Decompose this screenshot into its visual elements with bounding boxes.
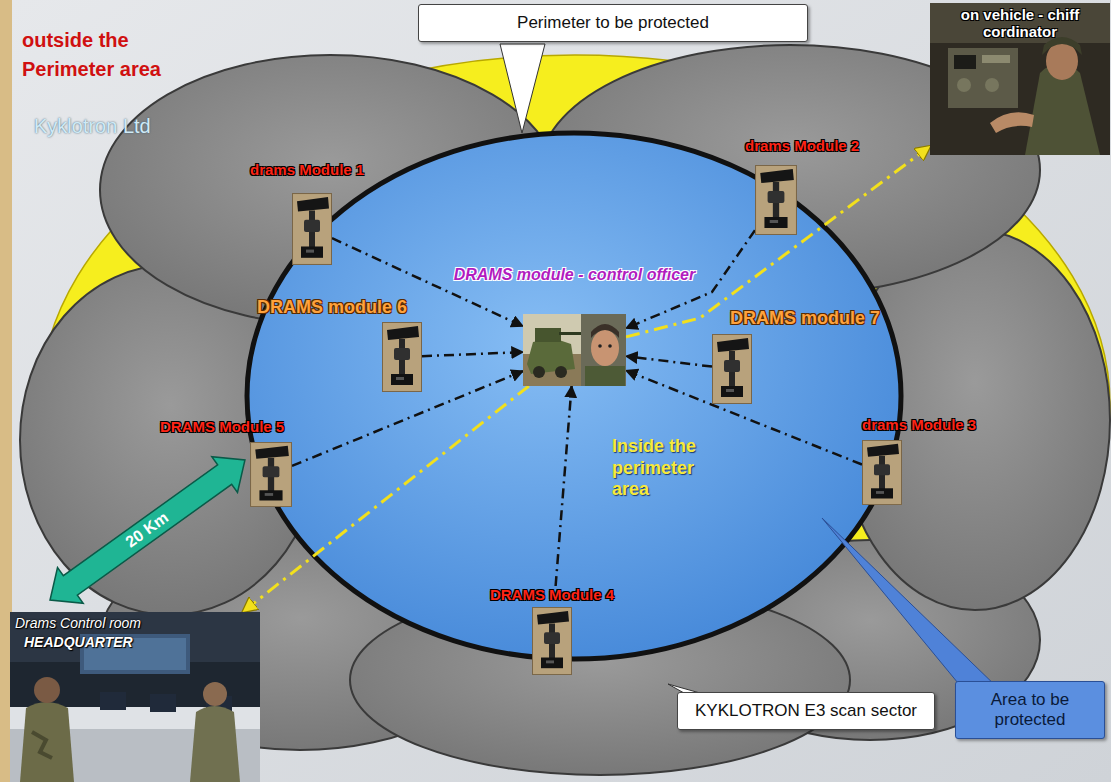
- radar-module-icon: [382, 322, 422, 392]
- radar-module: DRAMS Module 4: [486, 586, 619, 675]
- module-label: drams Module 3: [862, 416, 976, 433]
- module-label: drams Module 1: [250, 161, 364, 178]
- radar-module: DRAMS module 6: [382, 322, 422, 392]
- slide-panel: [12, 0, 1111, 782]
- distance-arrow-shape: [37, 442, 258, 618]
- callout-pointer: [500, 44, 545, 133]
- vehicle-photo: on vehicle - chiff cordinator: [930, 3, 1110, 155]
- radar-module-icon: [250, 442, 292, 507]
- photo-caption: on vehicle - chiff cordinator: [930, 3, 1110, 43]
- radar-module: DRAMS Module 5: [250, 442, 292, 507]
- callout-box: Perimeter to be protected: [418, 4, 808, 42]
- data-link-arrow: [626, 356, 712, 366]
- watermark: Kyklotron Ltd: [34, 115, 151, 138]
- radar-module: drams Module 1: [292, 193, 332, 265]
- control-officer-module: DRAMS module - control officer: [523, 314, 626, 386]
- callout-text: Area to be protected: [966, 690, 1094, 730]
- module-label: DRAMS Module 5: [160, 418, 284, 435]
- module-label: DRAMS Module 4: [486, 586, 619, 603]
- module-label: drams Module 2: [745, 137, 859, 154]
- photo-caption: HEADQUARTER: [10, 631, 260, 650]
- data-link-arrow: [422, 352, 523, 356]
- radar-module-icon: [862, 440, 902, 505]
- callout-text: Perimeter to be protected: [429, 13, 797, 33]
- protected-area: [247, 133, 901, 659]
- data-link-arrow: [556, 386, 572, 586]
- callout-pointer: [822, 518, 1000, 700]
- callout-box: KYKLOTRON E3 scan sector: [677, 692, 935, 730]
- control-officer-photo: [523, 314, 626, 386]
- radar-module-icon: [755, 165, 797, 235]
- radar-module-icon: [292, 193, 332, 265]
- module-label: DRAMS module - control officer: [454, 266, 696, 284]
- region-label: Inside the perimeter area: [612, 436, 724, 501]
- photo-caption: Drams Control room: [10, 612, 260, 631]
- radar-module: DRAMS module 7: [712, 334, 752, 404]
- callout-box: Area to be protected: [955, 681, 1105, 739]
- link-line: [243, 386, 529, 612]
- callout-text: KYKLOTRON E3 scan sector: [688, 701, 924, 721]
- module-label: DRAMS module 6: [257, 297, 407, 318]
- radar-module: drams Module 3: [862, 440, 902, 505]
- headquarter-photo: Drams Control roomHEADQUARTER: [10, 612, 260, 782]
- radar-module-icon: [712, 334, 752, 404]
- link-line: [626, 146, 930, 337]
- region-label: outside the Perimeter area: [22, 26, 172, 84]
- distance-arrow: [37, 442, 258, 618]
- radar-module-icon: [532, 607, 572, 675]
- module-label: DRAMS module 7: [730, 308, 880, 329]
- radar-module: drams Module 2: [755, 165, 797, 235]
